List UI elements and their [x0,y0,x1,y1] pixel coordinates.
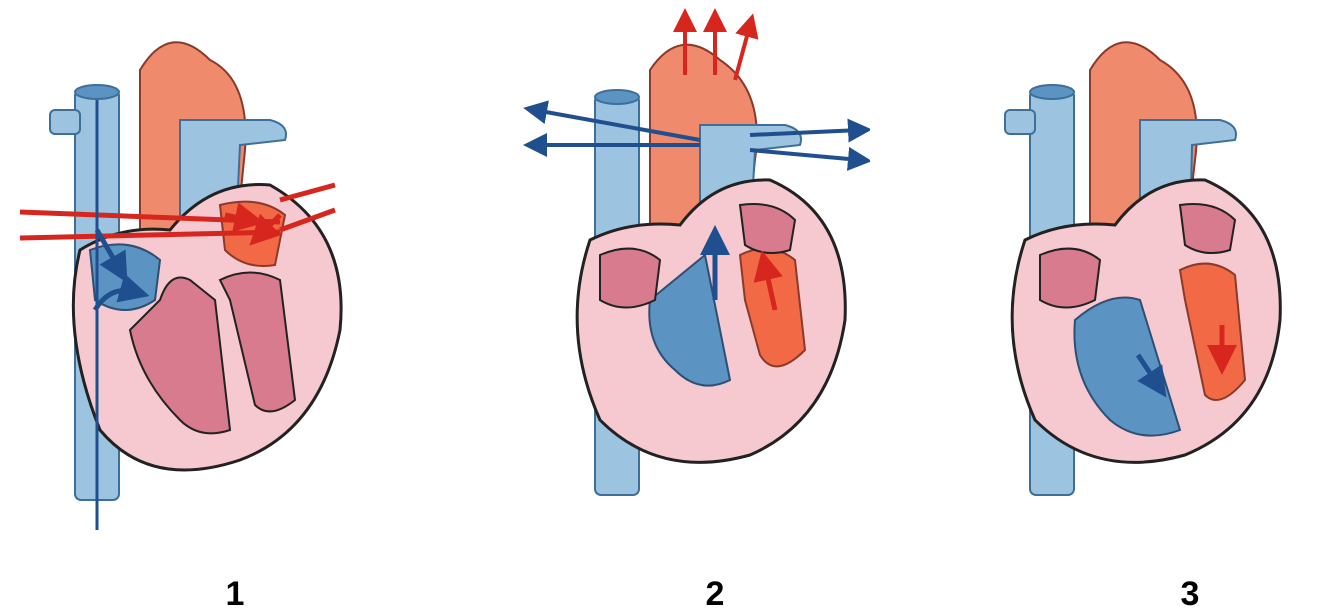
panel-2: 2 [450,0,870,616]
right-atrium [600,249,660,308]
panel-1: 1 [20,0,440,616]
right-atrium [1040,249,1100,308]
heart-diagram-3 [880,0,1300,560]
heart-diagram-2 [450,0,870,560]
panel-label-3: 3 [880,574,1322,614]
panel-label-1: 1 [20,574,450,614]
panel-3: 3 [880,0,1300,616]
heart-diagram-1 [20,0,440,560]
